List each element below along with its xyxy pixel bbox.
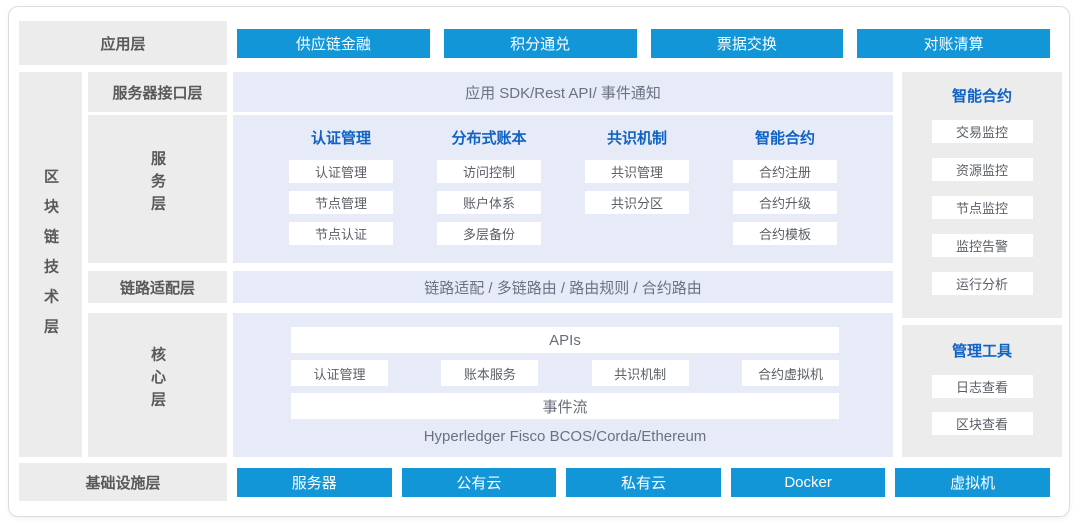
service-column-auth: 认证管理 认证管理 节点管理 节点认证 xyxy=(289,115,393,263)
core-module: 合约虚拟机 xyxy=(741,360,839,386)
service-layer-panel: 认证管理 认证管理 节点管理 节点认证 分布式账本 访问控制 账户体系 多层备份… xyxy=(233,115,893,263)
service-item: 共识分区 xyxy=(585,191,689,214)
management-tools-panel: 管理工具 日志查看 区块查看 xyxy=(902,325,1062,457)
service-column-items: 合约注册 合约升级 合约模板 xyxy=(733,160,837,245)
server-interface-layer-label: 服务器接口层 xyxy=(88,72,227,112)
architecture-diagram-card: 应用层 供应链金融 积分通兑 票据交换 对账清算 区块链技术层 服务器接口层 服… xyxy=(8,6,1070,517)
monitor-item: 交易监控 xyxy=(931,120,1033,143)
core-layer-panel: APIs 认证管理 账本服务 共识机制 合约虚拟机 事件流 Hyperledge… xyxy=(233,313,893,457)
service-column-items: 访问控制 账户体系 多层备份 xyxy=(437,160,541,245)
app-layer-buttons: 供应链金融 积分通兑 票据交换 对账清算 xyxy=(237,21,1050,65)
core-modules-row: 认证管理 账本服务 共识机制 合约虚拟机 xyxy=(291,360,839,386)
infra-item-docker: Docker xyxy=(730,467,886,497)
service-column-header: 共识机制 xyxy=(606,130,667,147)
infra-item-vm: 虚拟机 xyxy=(895,467,1050,497)
infra-item-server: 服务器 xyxy=(237,467,392,497)
service-column-header: 分布式账本 xyxy=(451,130,527,147)
service-layer-label: 服务层 xyxy=(88,115,227,263)
service-item: 节点管理 xyxy=(289,191,393,214)
core-apis-bar: APIs xyxy=(291,327,839,353)
core-module: 账本服务 xyxy=(441,360,539,386)
service-column-items: 共识管理 共识分区 xyxy=(585,160,689,214)
smart-contract-monitor-panel: 智能合约 交易监控 资源监控 节点监控 监控告警 运行分析 xyxy=(902,72,1062,318)
tools-panel-items: 日志查看 区块查看 xyxy=(931,375,1033,435)
core-layer-text: 核心层 xyxy=(149,346,166,415)
tools-item: 日志查看 xyxy=(931,375,1033,398)
infra-layer-label: 基础设施层 xyxy=(19,463,227,501)
app-item-bill-exchange: 票据交换 xyxy=(650,28,844,58)
service-item: 账户体系 xyxy=(437,191,541,214)
monitor-item: 运行分析 xyxy=(931,272,1033,295)
service-item: 访问控制 xyxy=(437,160,541,183)
infra-layer-buttons: 服务器 公有云 私有云 Docker 虚拟机 xyxy=(237,463,1050,501)
app-item-reconciliation-clearing: 对账清算 xyxy=(857,28,1050,58)
service-item: 多层备份 xyxy=(437,222,541,245)
monitor-item: 节点监控 xyxy=(931,196,1033,219)
blockchain-tech-layer-text: 区块链技术层 xyxy=(42,167,59,348)
service-column-items: 认证管理 节点管理 节点认证 xyxy=(289,160,393,245)
service-item: 共识管理 xyxy=(585,160,689,183)
service-item: 认证管理 xyxy=(289,160,393,183)
service-item: 合约升级 xyxy=(733,191,837,214)
monitor-item: 监控告警 xyxy=(931,234,1033,257)
core-module: 共识机制 xyxy=(591,360,689,386)
link-adapter-layer-label: 链路适配层 xyxy=(88,271,227,303)
service-item: 合约注册 xyxy=(733,160,837,183)
core-module: 认证管理 xyxy=(291,360,388,386)
service-column-header: 认证管理 xyxy=(310,130,371,147)
monitor-panel-items: 交易监控 资源监控 节点监控 监控告警 运行分析 xyxy=(931,120,1033,295)
service-item: 节点认证 xyxy=(289,222,393,245)
service-column-ledger: 分布式账本 访问控制 账户体系 多层备份 xyxy=(437,115,541,263)
service-column-header: 智能合约 xyxy=(754,130,815,147)
infra-item-public-cloud: 公有云 xyxy=(401,467,557,497)
tools-item: 区块查看 xyxy=(931,412,1033,435)
core-layer-label: 核心层 xyxy=(88,313,227,457)
service-column-consensus: 共识机制 共识管理 共识分区 xyxy=(585,115,689,263)
infra-item-private-cloud: 私有云 xyxy=(566,467,721,497)
monitor-item: 资源监控 xyxy=(931,158,1033,181)
app-layer-label: 应用层 xyxy=(19,21,227,65)
service-layer-text: 服务层 xyxy=(149,150,166,219)
monitor-panel-title: 智能合约 xyxy=(951,88,1012,105)
link-adapter-bar: 链路适配 / 多链路由 / 路由规则 / 合约路由 xyxy=(233,271,893,303)
service-column-smart-contract: 智能合约 合约注册 合约升级 合约模板 xyxy=(733,115,837,263)
blockchain-tech-layer-label: 区块链技术层 xyxy=(19,72,82,457)
tools-panel-title: 管理工具 xyxy=(951,343,1012,360)
app-item-supply-chain-finance: 供应链金融 xyxy=(237,28,430,58)
service-item: 合约模板 xyxy=(733,222,837,245)
core-platforms-text: Hyperledger Fisco BCOS/Corda/Ethereum xyxy=(423,428,707,445)
interface-layer-bar: 应用 SDK/Rest API/ 事件通知 xyxy=(233,72,893,112)
app-item-points-exchange: 积分通兑 xyxy=(443,28,637,58)
core-event-stream-bar: 事件流 xyxy=(291,393,839,419)
